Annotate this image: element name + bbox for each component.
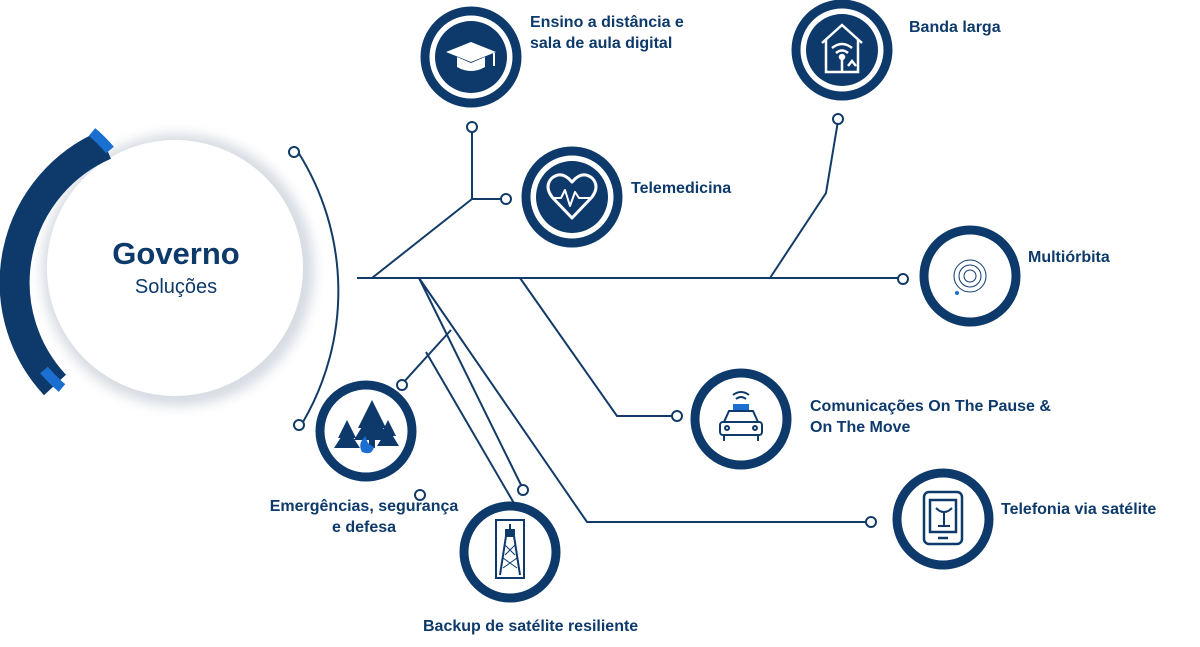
label-banda-larga[interactable]: Banda larga bbox=[909, 19, 1001, 36]
label-ensino-line1: Ensino a distância e bbox=[530, 14, 684, 31]
node-multiorbita[interactable] bbox=[919, 225, 1021, 327]
label-comunicacoes-line2: On The Move bbox=[810, 419, 911, 436]
label-ensino[interactable]: Ensino a distância e sala de aula digita… bbox=[530, 12, 684, 54]
node-ensino[interactable] bbox=[420, 6, 522, 108]
node-backup[interactable] bbox=[459, 501, 561, 603]
heart-pulse-icon bbox=[546, 173, 598, 220]
hub bbox=[0, 128, 314, 406]
label-backup[interactable]: Backup de satélite resiliente bbox=[423, 618, 639, 635]
label-telemedicina[interactable]: Telemedicina bbox=[631, 180, 732, 197]
label-emergencias[interactable]: Emergências, segurança e defesa bbox=[250, 496, 478, 538]
forest-fire-icon bbox=[334, 400, 399, 454]
node-telefonia[interactable] bbox=[892, 468, 994, 570]
house-wifi-icon bbox=[821, 23, 863, 74]
tower-icon bbox=[495, 519, 525, 579]
label-comunicacoes-line1: Comunicações On The Pause & bbox=[810, 398, 1051, 415]
graduation-cap-icon bbox=[446, 42, 496, 71]
node-telemedicina[interactable] bbox=[521, 146, 623, 248]
satellite-phone-icon bbox=[922, 490, 964, 546]
connector-lines bbox=[297, 120, 903, 523]
hub-subtitle: Soluções bbox=[134, 276, 218, 298]
hub-arc bbox=[0, 131, 112, 396]
hub-title: Governo bbox=[112, 236, 240, 271]
label-comunicacoes[interactable]: Comunicações On The Pause & On The Move bbox=[810, 396, 1051, 438]
node-emergencias[interactable] bbox=[315, 380, 417, 482]
label-ensino-line2: sala de aula digital bbox=[530, 35, 673, 52]
label-emergencias-line1: Emergências, segurança bbox=[269, 498, 459, 515]
endpoint-dots bbox=[288, 113, 909, 528]
label-emergencias-line2: e defesa bbox=[331, 519, 397, 536]
node-comunicacoes[interactable] bbox=[690, 368, 792, 470]
node-banda-larga[interactable] bbox=[791, 0, 893, 101]
orbit-icon bbox=[953, 259, 987, 295]
label-telefonia[interactable]: Telefonia via satélite bbox=[1001, 501, 1157, 518]
label-multiorbita[interactable]: Multiórbita bbox=[1028, 249, 1110, 266]
car-wifi-icon bbox=[719, 391, 763, 441]
